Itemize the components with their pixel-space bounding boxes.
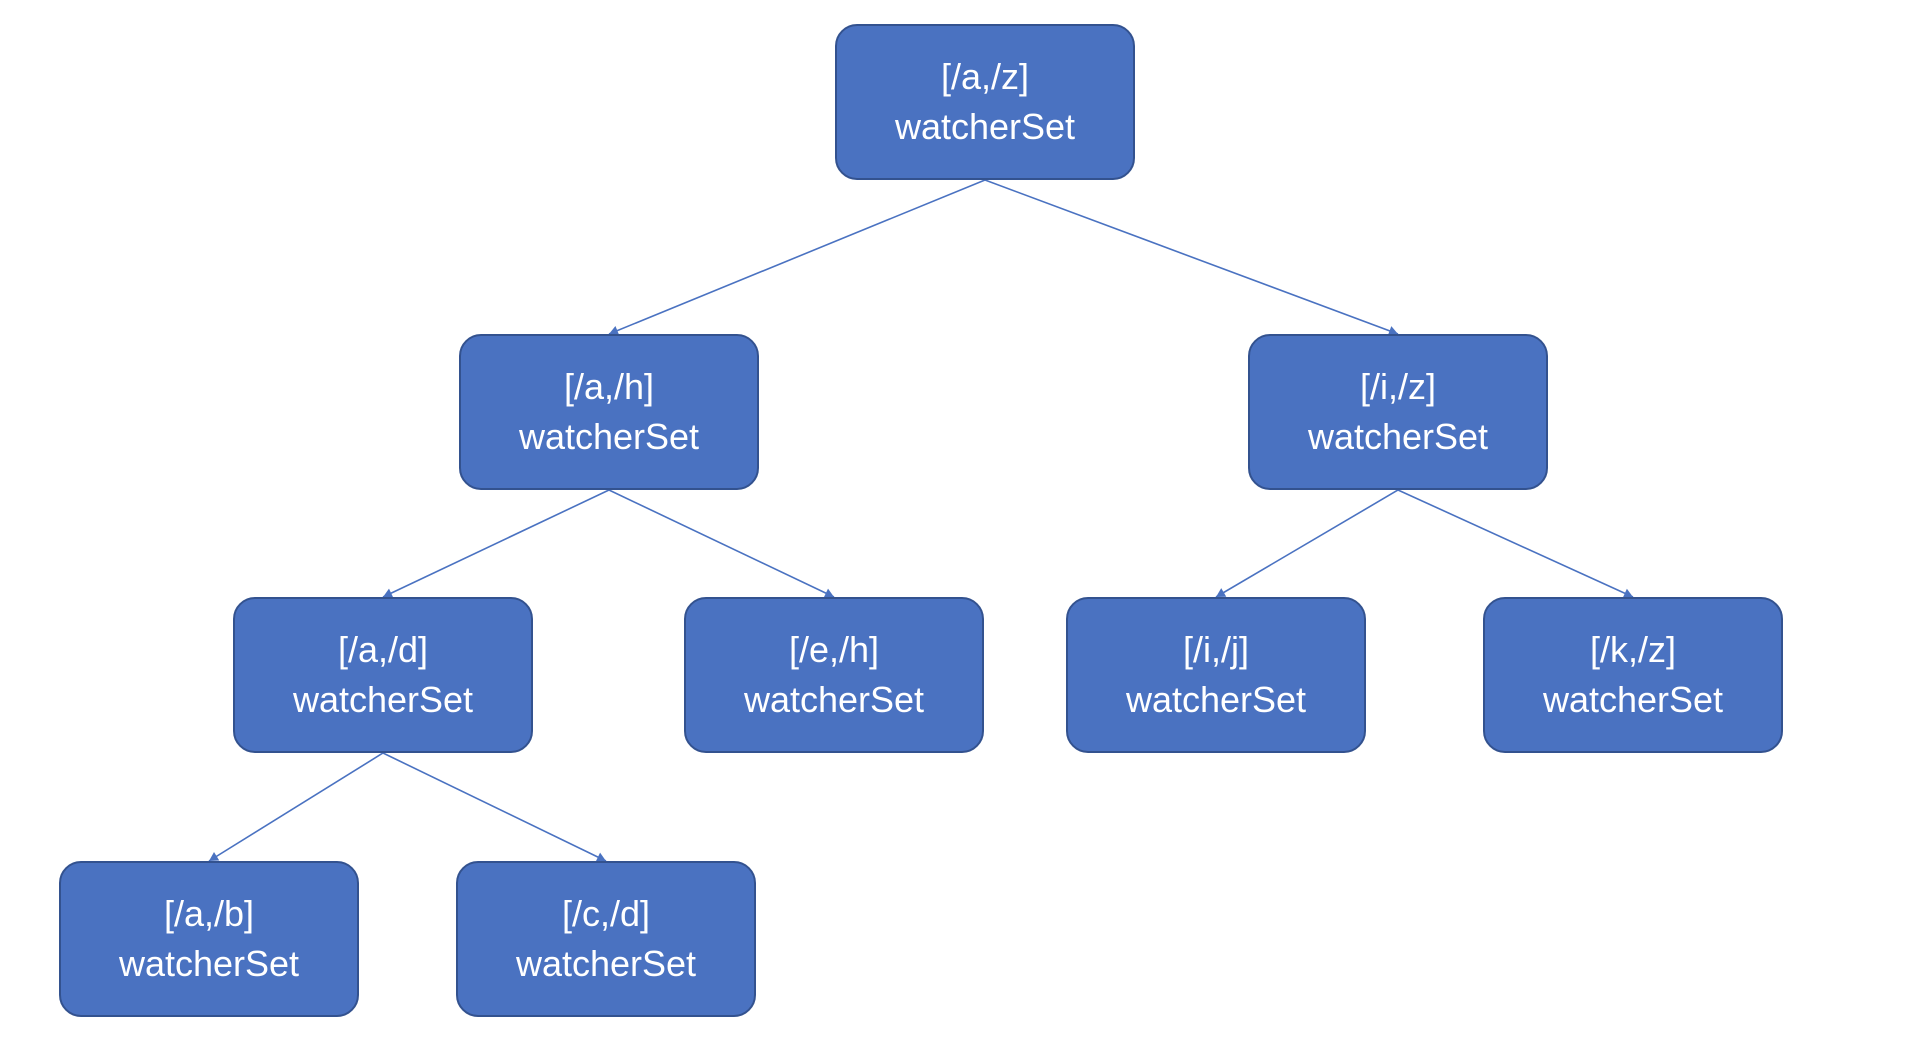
tree-node-k-z: [/k,/z] watcherSet — [1483, 597, 1783, 753]
node-range: [/e,/h] — [788, 629, 880, 670]
node-label: watcherSet — [1307, 416, 1489, 457]
tree-node-i-j: [/i,/j] watcherSet — [1066, 597, 1366, 753]
node-range: [/a,/d] — [337, 629, 429, 670]
edge-arrowhead — [823, 588, 834, 598]
node-label: watcherSet — [292, 679, 474, 720]
edge-line — [608, 489, 835, 598]
tree-node-a-d: [/a,/d] watcherSet — [233, 597, 533, 753]
edge-line — [1397, 489, 1634, 598]
edge-line — [382, 752, 607, 862]
tree-node-a-h: [/a,/h] watcherSet — [459, 334, 759, 490]
node-label: watcherSet — [894, 106, 1076, 147]
node-label: watcherSet — [515, 943, 697, 984]
edge-arrowhead — [1387, 326, 1398, 336]
node-label: watcherSet — [1542, 679, 1724, 720]
tree-node-e-h: [/e,/h] watcherSet — [684, 597, 984, 753]
tree-node-root: [/a,/z] watcherSet — [835, 24, 1135, 180]
edge-line — [608, 179, 986, 335]
node-range: [/a,/h] — [563, 366, 655, 407]
edge-line — [984, 179, 1399, 335]
node-label: watcherSet — [1125, 679, 1307, 720]
edge-arrowhead — [609, 325, 620, 336]
edge-arrowhead — [209, 852, 220, 861]
edge-line — [382, 489, 610, 598]
node-range: [/c,/d] — [561, 893, 651, 934]
node-label: watcherSet — [743, 679, 925, 720]
node-range: [/k,/z] — [1589, 629, 1676, 670]
edge-line — [208, 752, 384, 862]
tree-node-c-d: [/c,/d] watcherSet — [456, 861, 756, 1017]
edge-arrowhead — [383, 588, 394, 598]
node-label: watcherSet — [518, 416, 700, 457]
edge-arrowhead — [595, 852, 606, 862]
node-range: [/a,/b] — [163, 893, 255, 934]
node-range: [/a,/z] — [940, 56, 1030, 97]
node-range: [/i,/j] — [1182, 629, 1249, 670]
edge-arrowhead — [1622, 588, 1633, 598]
tree-node-a-b: [/a,/b] watcherSet — [59, 861, 359, 1017]
node-range: [/i,/z] — [1359, 366, 1436, 407]
edge-arrowhead — [1216, 588, 1227, 597]
node-label: watcherSet — [118, 943, 300, 984]
edge-line — [1215, 489, 1399, 598]
tree-node-i-z: [/i,/z] watcherSet — [1248, 334, 1548, 490]
